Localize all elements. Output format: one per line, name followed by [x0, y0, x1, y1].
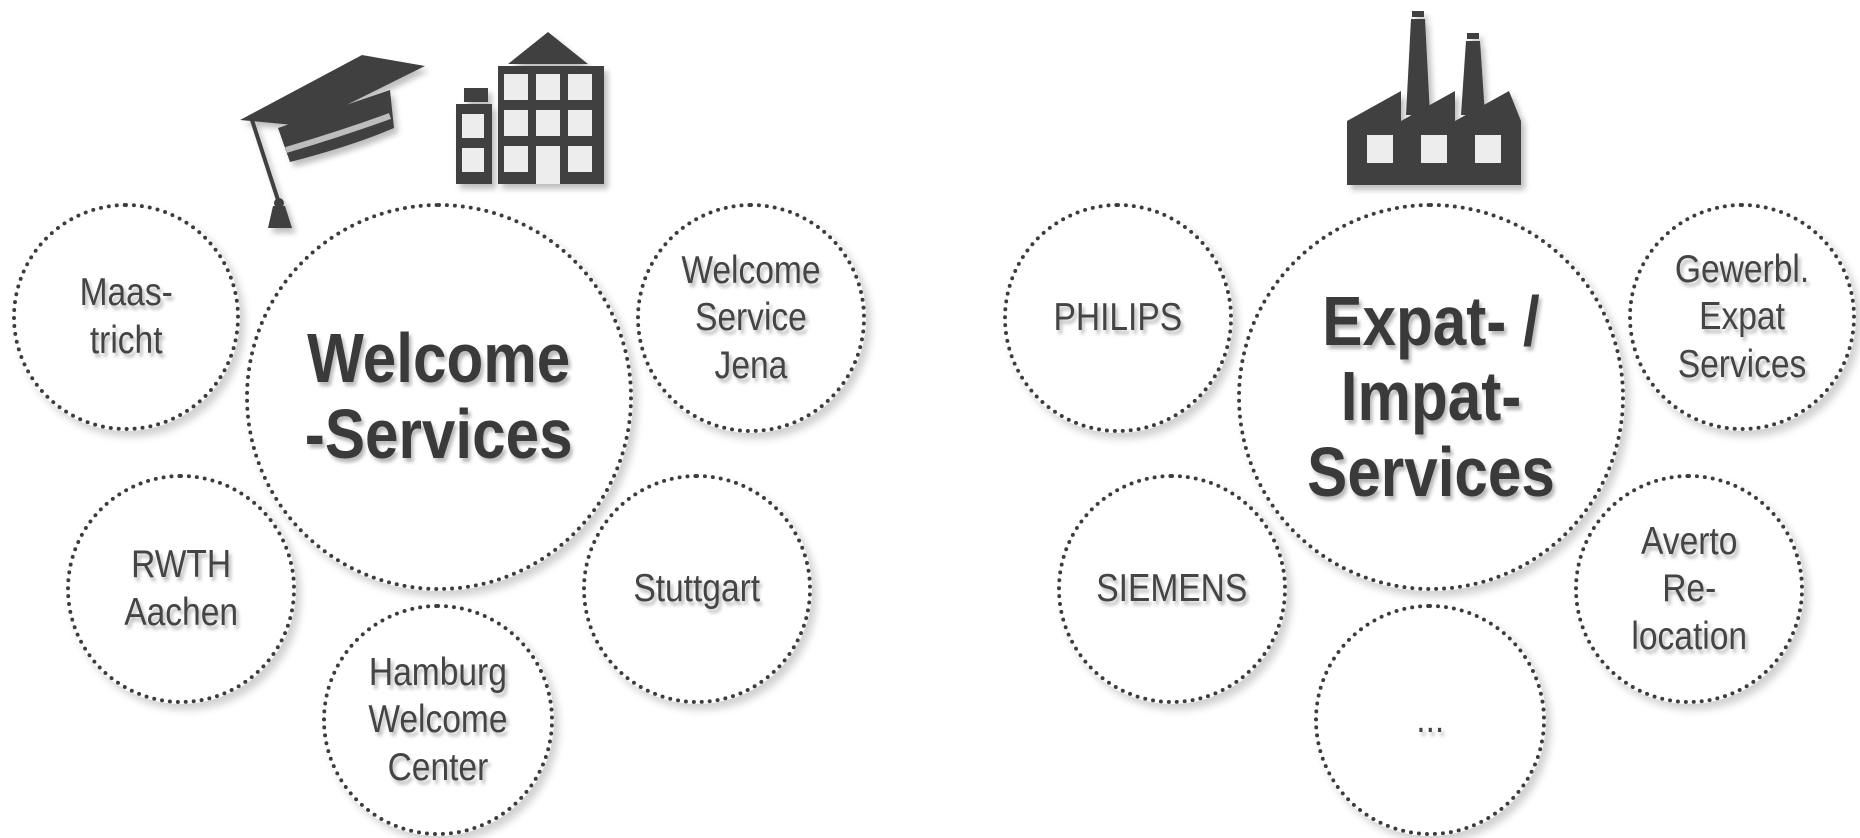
- philips-label: PHILIPS: [1053, 296, 1183, 340]
- welcome-service-jena-bubble: Welcome Service Jena: [636, 203, 866, 433]
- gewerbl-expat-services-bubble: Gewerbl. Expat Services: [1628, 203, 1856, 431]
- philips-bubble: PHILIPS: [1003, 203, 1233, 433]
- rwth-aachen-label: RWTH Aachen: [124, 543, 238, 634]
- averto-relocation-label: Averto Re- location: [1631, 519, 1747, 658]
- stuttgart-bubble: Stuttgart: [582, 474, 812, 704]
- maastricht-bubble: Maas- tricht: [12, 203, 240, 431]
- university-building-icon: [452, 30, 612, 190]
- siemens-bubble: SIEMENS: [1057, 474, 1287, 704]
- hamburg-welcome-center-bubble: Hamburg Welcome Center: [322, 604, 554, 836]
- gewerbl-expat-services-label: Gewerbl. Expat Services: [1674, 247, 1810, 386]
- welcome-service-jena-label: Welcome Service Jena: [681, 248, 821, 387]
- hamburg-welcome-center-label: Hamburg Welcome Center: [368, 650, 508, 789]
- expat-impat-services-label: Expat- / Impat- Services: [1307, 281, 1555, 511]
- more-placeholder-label: ...: [1416, 698, 1444, 742]
- expat-impat-services-bubble: Expat- / Impat- Services: [1237, 203, 1625, 591]
- rwth-aachen-bubble: RWTH Aachen: [66, 474, 296, 704]
- factory-icon: [1345, 5, 1525, 190]
- siemens-label: SIEMENS: [1096, 567, 1248, 611]
- welcome-services-label: Welcome -Services: [305, 319, 573, 473]
- graduation-cap-icon: [240, 50, 430, 230]
- maastricht-label: Maas- tricht: [79, 271, 173, 362]
- averto-relocation-bubble: Averto Re- location: [1574, 474, 1804, 704]
- welcome-services-bubble: Welcome -Services: [245, 203, 633, 591]
- more-placeholder-bubble: ...: [1314, 604, 1546, 836]
- stuttgart-label: Stuttgart: [633, 567, 761, 611]
